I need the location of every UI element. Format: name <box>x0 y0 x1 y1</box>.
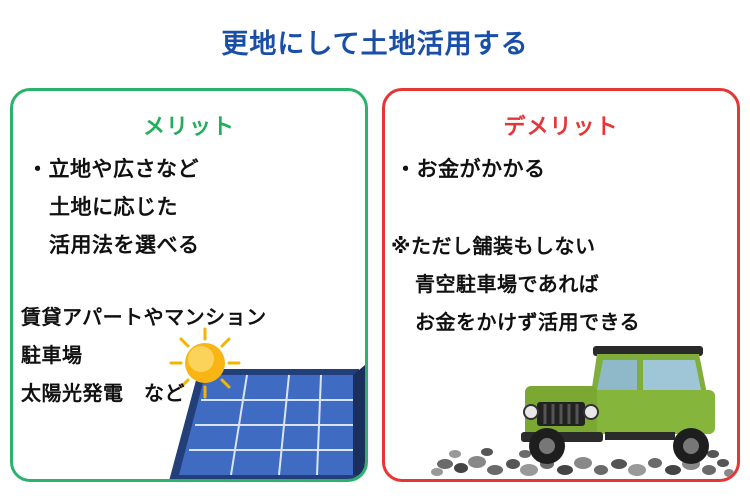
note-line-1: ※ただし舗装もしない <box>391 234 596 258</box>
page-title: 更地にして土地活用する <box>221 29 529 60</box>
example-line-3: 太陽光発電 など <box>21 381 185 405</box>
merit-panel: メリット ・立地や広さなど 土地に応じた 活用法を選べる 賃 <box>10 88 368 482</box>
demerit-line: ・お金がかかる <box>395 157 546 181</box>
solar-panel-illustration <box>169 365 365 479</box>
green-suv-illustration <box>431 346 734 477</box>
sun-icon <box>169 327 241 399</box>
demerit-heading: デメリット <box>503 115 619 140</box>
merit-line-2: 土地に応じた <box>49 195 178 219</box>
merit-line-1: ・立地や広さなど <box>27 157 199 181</box>
example-line-1: 賃貸アパートやマンション <box>21 305 267 329</box>
example-line-2: 駐車場 <box>21 343 83 367</box>
note-line-2: 青空駐車場であれば <box>415 272 600 296</box>
merit-line-3: 活用法を選べる <box>49 233 200 257</box>
note-line-3: お金をかけず活用できる <box>415 310 641 334</box>
merit-heading: メリット <box>142 115 235 140</box>
gravel-illustration <box>431 448 734 477</box>
demerit-panel: デメリット ・お金がかかる ※ただし舗装もしない 青空駐車場であれば お金をかけ… <box>382 88 740 482</box>
